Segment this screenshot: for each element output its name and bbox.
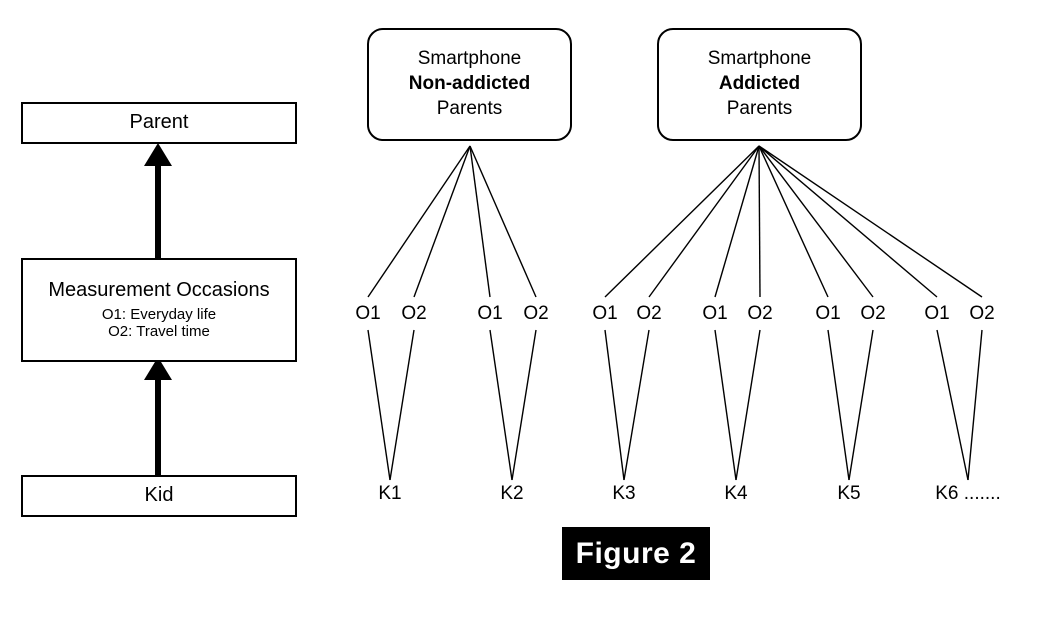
edge-k4-o2-to-kid <box>735 329 761 481</box>
kid-to-measurement-arrow <box>144 357 172 475</box>
edge-addicted-to-k6-o1 <box>758 145 938 298</box>
kid-node-k6: K6 ....... <box>935 483 1001 504</box>
occasion-node-k3-o2: O2 <box>636 303 662 324</box>
edge-non-addicted-to-k1-o1 <box>367 145 471 298</box>
edge-addicted-to-k5-o2 <box>758 145 874 298</box>
edge-k5-o2-to-kid <box>848 329 874 481</box>
occasion-node-k2-o2: O2 <box>523 303 549 324</box>
addicted-line-2: Addicted <box>718 73 801 95</box>
addicted-parents-box: Smartphone Addicted Parents <box>657 28 862 141</box>
edge-k2-o1-to-kid <box>489 329 513 481</box>
non-addicted-line-2: Non-addicted <box>408 73 531 95</box>
kid-node-k3: K3 <box>612 483 636 504</box>
non-addicted-parents-box: Smartphone Non-addicted Parents <box>367 28 572 141</box>
group-to-occasion-edges <box>367 145 983 298</box>
occasion-node-k2-o1: O1 <box>477 303 503 324</box>
edge-k3-o2-to-kid <box>623 329 650 481</box>
measurement-occasions-box: Measurement Occasions O1: Everyday life … <box>21 258 297 362</box>
parent-box: Parent <box>21 102 297 144</box>
edge-addicted-to-k5-o1 <box>758 145 829 298</box>
occasion-node-k1-o2: O2 <box>401 303 427 324</box>
figure-caption: Figure 2 <box>562 527 710 580</box>
kid-box: Kid <box>21 475 297 517</box>
non-addicted-line-3: Parents <box>436 97 503 119</box>
kid-node-k5: K5 <box>837 483 861 504</box>
measurement-occasion-o1-description: O1: Everyday life <box>101 305 217 323</box>
edge-addicted-to-k3-o2 <box>648 145 760 298</box>
kid-node-k2: K2 <box>500 483 524 504</box>
occasion-node-k5-o2: O2 <box>860 303 886 324</box>
measurement-occasion-o2-description: O2: Travel time <box>108 323 210 341</box>
occasion-node-k6-o2: O2 <box>969 303 995 324</box>
kid-box-label: Kid <box>144 484 174 507</box>
measurement-occasions-title: Measurement Occasions <box>48 279 270 302</box>
occasion-node-k3-o1: O1 <box>592 303 618 324</box>
edge-k3-o1-to-kid <box>604 329 625 481</box>
kid-node-k1: K1 <box>378 483 402 504</box>
edge-addicted-to-k4-o2 <box>758 145 761 298</box>
occasion-to-kid-edges <box>367 329 983 481</box>
parent-box-label: Parent <box>129 111 189 134</box>
edge-k6-o1-to-kid <box>936 329 969 481</box>
occasion-node-k6-o1: O1 <box>924 303 950 324</box>
occasion-node-k4-o2: O2 <box>747 303 773 324</box>
edge-k1-o2-to-kid <box>389 329 415 481</box>
edge-non-addicted-to-k2-o1 <box>469 145 491 298</box>
edge-addicted-to-k6-o2 <box>758 145 983 298</box>
occasion-node-k4-o1: O1 <box>702 303 728 324</box>
measurement-to-parent-arrow <box>144 143 172 258</box>
addicted-line-3: Parents <box>726 97 793 119</box>
occasion-node-k5-o1: O1 <box>815 303 841 324</box>
edge-addicted-to-k4-o1 <box>714 145 760 298</box>
edge-k1-o1-to-kid <box>367 329 391 481</box>
non-addicted-line-1: Smartphone <box>417 48 522 70</box>
edge-k5-o1-to-kid <box>827 329 850 481</box>
addicted-line-1: Smartphone <box>707 48 812 70</box>
occasion-node-k1-o1: O1 <box>355 303 381 324</box>
edge-addicted-to-k3-o1 <box>604 145 760 298</box>
kid-node-k4: K4 <box>724 483 748 504</box>
edge-k4-o1-to-kid <box>714 329 737 481</box>
edge-non-addicted-to-k1-o2 <box>413 145 471 298</box>
edge-k2-o2-to-kid <box>511 329 537 481</box>
edge-k6-o2-to-kid <box>967 329 983 481</box>
edge-non-addicted-to-k2-o2 <box>469 145 537 298</box>
